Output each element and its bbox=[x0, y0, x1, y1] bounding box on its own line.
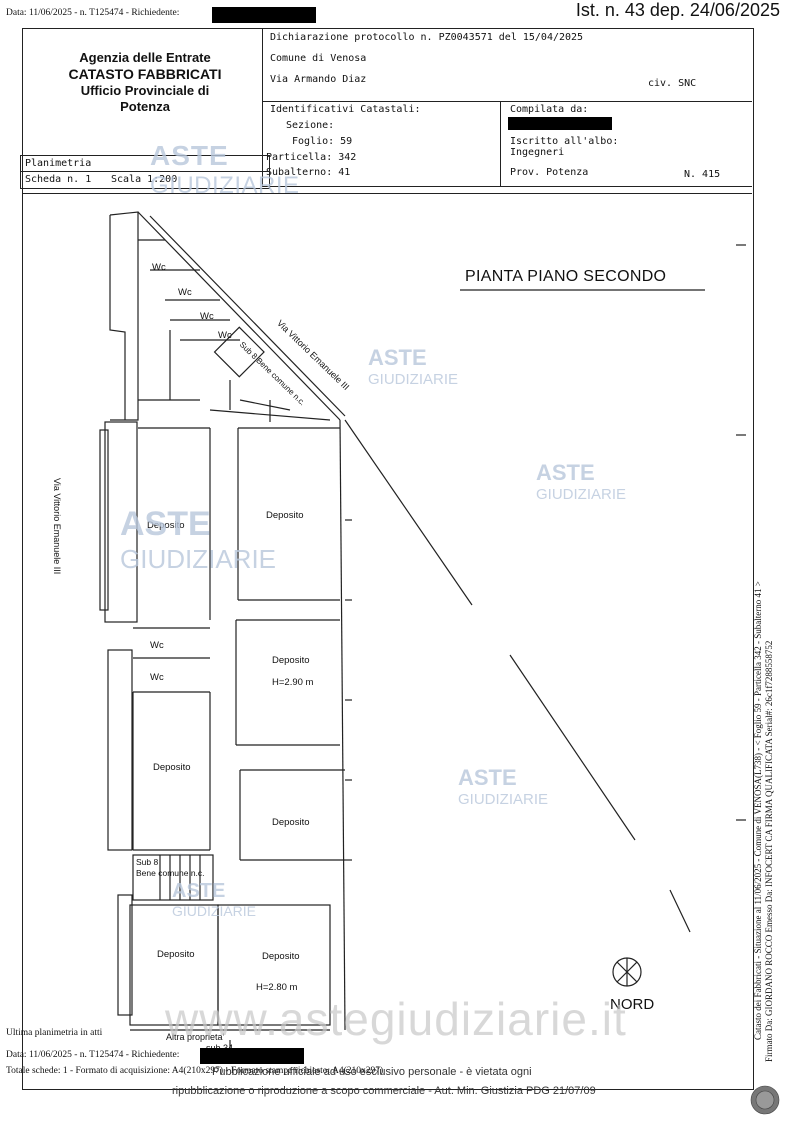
agency-name: Agenzia delle Entrate bbox=[79, 50, 211, 65]
planimetria-label: Planimetria bbox=[21, 156, 269, 172]
room-deposito-2: Deposito bbox=[266, 510, 304, 521]
stair-common-label-2: Bene comune n.c. bbox=[136, 868, 205, 878]
scala: Scala 1:200 bbox=[111, 174, 178, 185]
side-text-catasto: Catasto dei Fabbricati - Situazione al 1… bbox=[753, 581, 763, 1040]
header-divider-v1 bbox=[262, 28, 263, 186]
header-divider-h2 bbox=[262, 186, 752, 187]
header-divider-v2 bbox=[500, 101, 501, 186]
room-wc-5: Wc bbox=[150, 640, 164, 651]
footer-data: Data: 11/06/2025 - n. T125474 - Richiede… bbox=[6, 1050, 180, 1060]
footer-pubblicazione: Pubblicazione ufficiale ad uso esclusivo… bbox=[212, 1066, 532, 1078]
agency-block: Agenzia delle Entrate CATASTO FABBRICATI… bbox=[40, 50, 250, 115]
comune: Comune di Venosa bbox=[270, 53, 367, 64]
identificativi-title: Identificativi Catastali: bbox=[270, 104, 421, 115]
north-label: NORD bbox=[610, 996, 655, 1013]
room-wc-6: Wc bbox=[150, 672, 164, 683]
document-reference: Ist. n. 43 dep. 24/06/2025 bbox=[575, 0, 780, 20]
declaration: Dichiarazione protocollo n. PZ0043571 de… bbox=[270, 32, 584, 43]
civico: civ. SNC bbox=[648, 78, 697, 89]
room-deposito-3: Deposito bbox=[272, 655, 310, 666]
particella: Particella: 342 bbox=[266, 152, 357, 163]
office-city: Potenza bbox=[120, 98, 170, 114]
room-deposito-3-height: H=2.90 m bbox=[272, 677, 314, 688]
room-deposito-5: Deposito bbox=[272, 817, 310, 828]
notary-seal bbox=[750, 1085, 780, 1115]
provincia: Prov. Potenza bbox=[510, 167, 589, 178]
sezione: Sezione: bbox=[286, 120, 335, 131]
compilata-title: Compilata da: bbox=[510, 104, 589, 115]
room-deposito-6: Deposito bbox=[157, 949, 195, 960]
albo-number: N. 415 bbox=[684, 169, 721, 180]
stair-sub8-label: Sub 8 bbox=[136, 857, 159, 867]
watermark-url: www.astegiudiziarie.it bbox=[165, 993, 627, 1045]
document-frame bbox=[22, 28, 754, 1090]
watermark-4: ASTE GIUDIZIARIE bbox=[120, 505, 277, 574]
street-left-label: Via Vittorio Emanuele III bbox=[52, 478, 62, 575]
redaction-compilata bbox=[508, 117, 612, 130]
watermark-5: ASTE GIUDIZIARIE bbox=[458, 765, 549, 808]
room-deposito-1: Deposito bbox=[147, 520, 185, 531]
room-deposito-7: Deposito bbox=[262, 951, 300, 962]
plan-top-line bbox=[22, 193, 752, 194]
altra-proprieta: Altra proprieta' bbox=[166, 1032, 225, 1042]
room-wc-3: Wc bbox=[200, 311, 214, 322]
via: Via Armando Diaz bbox=[270, 74, 367, 85]
watermark-3: ASTE GIUDIZIARIE bbox=[536, 460, 627, 503]
plan-title: PIANTA PIANO SECONDO bbox=[465, 268, 667, 285]
watermark-6: ASTE GIUDIZIARIE bbox=[172, 880, 257, 919]
redaction-footer bbox=[200, 1048, 304, 1064]
iscritto: Iscritto all'albo: bbox=[510, 136, 619, 147]
footer-totale: Totale schede: 1 - Formato di acquisizio… bbox=[6, 1066, 384, 1076]
scheda: Scheda n. 1 bbox=[25, 174, 92, 185]
side-text-firmato: Firmato Da: GIORDANO ROCCO Emesso Da: IN… bbox=[764, 640, 774, 1062]
room-deposito-4: Deposito bbox=[153, 762, 191, 773]
room-deposito-7-height: H=2.80 m bbox=[256, 982, 298, 993]
catasto-title: CATASTO FABBRICATI bbox=[68, 65, 222, 82]
scheda-row: Scheda n. 1 Scala 1:200 bbox=[21, 172, 269, 187]
room-wc-1: Wc bbox=[152, 262, 166, 273]
top-meta: Data: 11/06/2025 - n. T125474 - Richiede… bbox=[6, 8, 180, 18]
diagonal-facade bbox=[137, 211, 341, 421]
office-line: Ufficio Provinciale di bbox=[80, 82, 210, 98]
watermark-2: ASTE GIUDIZIARIE bbox=[368, 345, 459, 388]
header-divider-h1 bbox=[262, 101, 752, 102]
room-wc-2: Wc bbox=[178, 287, 192, 298]
footer-ripubblicazione: ripubblicazione o riproduzione a scopo c… bbox=[172, 1085, 596, 1097]
redaction-top bbox=[212, 7, 316, 23]
subalterno: Subalterno: 41 bbox=[266, 167, 351, 178]
foglio: Foglio: 59 bbox=[292, 136, 353, 147]
footer-ultima: Ultima planimetria in atti bbox=[6, 1028, 103, 1038]
room-wc-4: Wc bbox=[218, 330, 232, 341]
ordine: Ingegneri bbox=[510, 147, 565, 158]
watermark-1: ASTE GIUDIZIARIE bbox=[150, 140, 300, 199]
planimetria-box: Planimetria Scheda n. 1 Scala 1:200 bbox=[20, 155, 270, 189]
